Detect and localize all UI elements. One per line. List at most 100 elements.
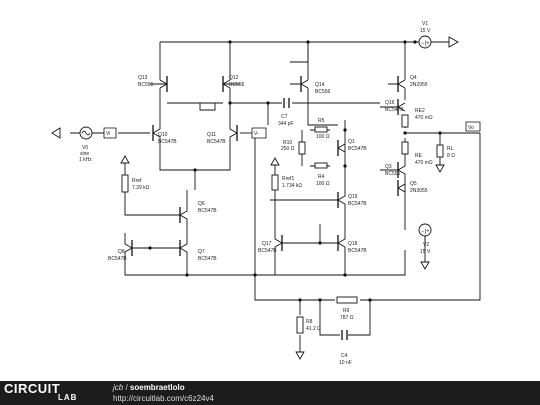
re2-value: 470 mΩ [415, 115, 433, 121]
re-name: RE [415, 153, 423, 159]
q14-model: BC556 [315, 89, 331, 95]
c7-value: 344 pF [278, 121, 294, 127]
junction-dot [318, 241, 322, 245]
transistor-q10: Q10 BC547B [152, 118, 177, 148]
logo-top-text: CIRCUIT [4, 381, 61, 396]
q5-name: Q5 [410, 181, 417, 187]
v1-value: 15 V [420, 28, 431, 34]
logo-lab-text: LAB [58, 393, 78, 402]
q13-model: BC556 [138, 82, 154, 88]
junction-dot [403, 131, 407, 135]
q14-bias-wire [290, 42, 309, 63]
rl-name: RL [447, 146, 454, 152]
rref-value: 7.39 kΩ [132, 185, 150, 191]
resistor-rref1: Rref1 1.734 kΩ [271, 174, 302, 191]
junction-dot [185, 273, 189, 277]
junction-dot [368, 298, 372, 302]
r8-name: R8 [306, 319, 313, 325]
q11-model: BC547B [207, 139, 226, 145]
ground-symbols [51, 36, 459, 360]
ground-icon [295, 351, 305, 360]
transistor-q6: Q6 BC547B [179, 201, 217, 223]
q14-collector-wire [307, 88, 338, 126]
author-line: jcb / soembraetlolo [113, 383, 185, 392]
transistor-q18: Q18 BC547B [337, 230, 367, 258]
feedback-right-wire [360, 133, 481, 301]
v0-freq: 1 kHz [79, 157, 92, 163]
svg-text:−|+: −|+ [421, 229, 430, 235]
transistor-q8: Q8 BC547B [108, 240, 133, 262]
transistor-q13: Q13 BC556 [138, 75, 168, 92]
bottom-rail-wire [255, 250, 406, 276]
resistor-r9: R9 787 Ω [336, 296, 358, 321]
junction-dot [148, 246, 152, 250]
q4-name: Q4 [410, 75, 417, 81]
rref-name: Rref [132, 178, 142, 184]
feedback-left-wire [254, 133, 335, 301]
q18-model: BC547B [348, 248, 367, 254]
mirror-diode-wire [199, 103, 216, 111]
q1-model: BC547B [348, 146, 367, 152]
transistor-q7: Q7 BC547B [179, 240, 217, 262]
transistor-q11: Q11 BC547B [207, 118, 238, 148]
wires [118, 41, 481, 352]
q8-name: Q8 [118, 249, 125, 255]
c4-name: C4 [341, 353, 348, 359]
junction-dot [253, 273, 257, 277]
q16-model: BC547B [385, 107, 404, 113]
q19-name: Q19 [348, 194, 358, 200]
q3-model: BC556 [385, 171, 401, 177]
q5-model: 2N3055 [410, 188, 428, 194]
v2-value: 15 V [420, 249, 431, 255]
junction-dot [403, 40, 407, 44]
transistor-q16: Q16 BC547B [380, 99, 406, 115]
junction-dot [438, 131, 442, 135]
q3-name: Q3 [385, 164, 392, 170]
junction-dot [306, 40, 310, 44]
circuit-title[interactable]: soembraetlolo [129, 383, 185, 392]
circuitlab-logo: CIRCUIT [4, 381, 61, 396]
r9-value: 787 Ω [340, 315, 354, 321]
q12-model: BC556 [229, 82, 245, 88]
sine-source-v0: V0 sine 1 kHz [70, 126, 104, 163]
q11-name: Q11 [207, 132, 216, 138]
c4-value: 10 nF [339, 360, 352, 366]
transistor-q14: Q14 BC556 [290, 76, 331, 95]
q1-name: Q1 [348, 139, 355, 145]
q17-model: BC547B [258, 248, 277, 254]
circuit-url[interactable]: http://circuitlab.com/c6z24v4 [113, 394, 214, 403]
junction-dot [318, 298, 322, 302]
ground-icon [448, 36, 459, 48]
ground-icon [51, 127, 61, 139]
svg-text:Vo: Vo [468, 125, 474, 131]
ground-icon [420, 261, 430, 270]
author-name[interactable]: jcb [113, 383, 124, 392]
q4-model: 2N2955 [410, 82, 428, 88]
c7-name: C7 [281, 114, 288, 120]
capacitor-c4: C4 10 nF [339, 330, 352, 366]
transistor-q19: Q19 BC547B [337, 190, 367, 212]
v1-name: V1 [422, 21, 428, 27]
junction-dot [228, 101, 232, 105]
transistor-q17: Q17 BC547B [258, 230, 283, 258]
re2-name: RE2 [415, 108, 425, 114]
c4-right-wire [348, 300, 371, 336]
transistor-q1: Q1 BC547B [337, 139, 367, 156]
q6-model: BC547B [198, 208, 217, 214]
q6-name: Q6 [198, 201, 205, 207]
net-label-vi: Vi [103, 127, 117, 139]
r4-value: 100 Ω [316, 181, 330, 187]
v2-name: V2 [423, 242, 429, 248]
q7-model: BC547B [198, 256, 217, 262]
q7-name: Q7 [198, 249, 205, 255]
junction-dot [266, 101, 270, 105]
q16-name: Q16 [385, 100, 395, 106]
re-value: 470 mΩ [415, 160, 433, 166]
net-label-vminus: V- [251, 127, 267, 139]
r4-name: R4 [318, 174, 325, 180]
transistor-q5: Q5 2N3055 [397, 180, 428, 196]
resistor-r5: R5 100 Ω [314, 118, 330, 140]
svg-text:Vi: Vi [106, 131, 110, 137]
footer-bar: CIRCUIT LAB jcb / soembraetlolo http://c… [0, 381, 540, 405]
